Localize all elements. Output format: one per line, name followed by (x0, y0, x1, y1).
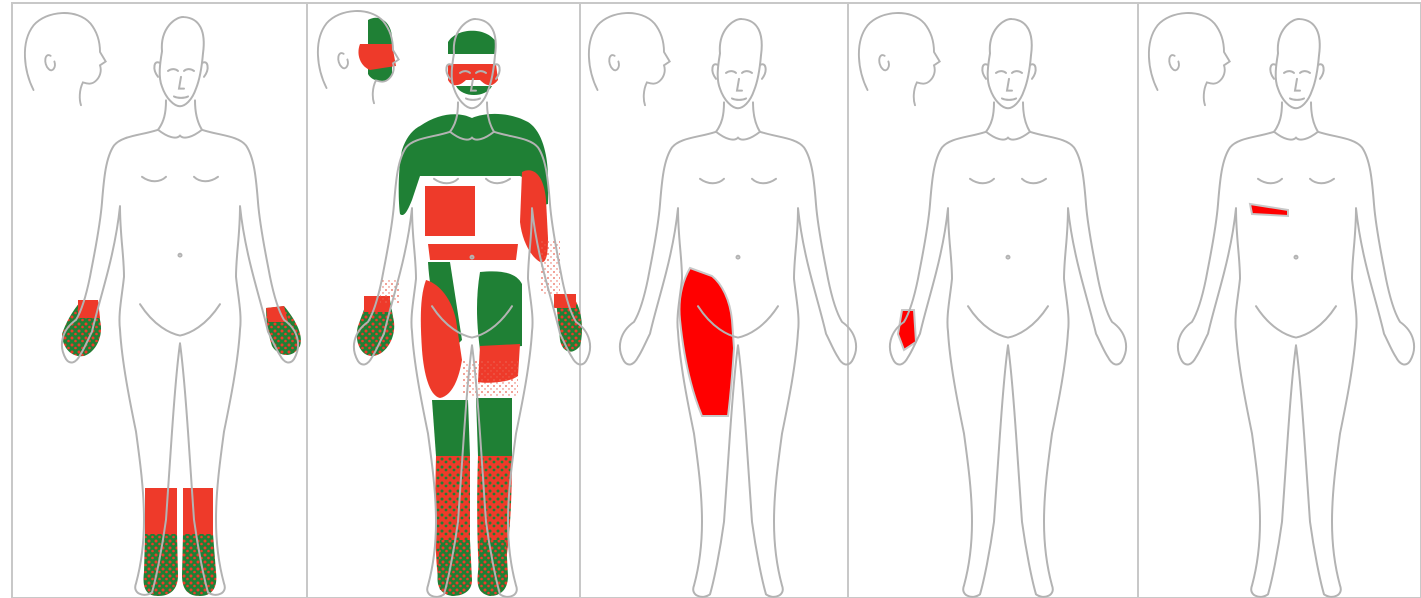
panel-1-left-shin-mark (145, 488, 177, 536)
panel-4-body-outline (859, 13, 1126, 597)
panel-2-left-thigh-red (421, 280, 462, 398)
panel-1-right-foot-mark (182, 534, 216, 596)
panel-2-right-hip-green (477, 271, 522, 350)
panel-5-body-outline (1149, 13, 1414, 597)
panel-1-markings (62, 300, 301, 596)
panel-2-chest-red (425, 186, 475, 236)
panel-1-right-shin-mark (183, 488, 213, 536)
panel-5-abdomen-band-mark (1250, 204, 1288, 216)
panel-1-left-foot-mark (144, 534, 178, 596)
panel-5-markings (1250, 204, 1288, 216)
panel-4-border (848, 3, 1138, 598)
panel-3-markings (679, 268, 734, 416)
panel-2-sidehead-red (358, 44, 396, 70)
panel-3-right-thigh-mark (679, 268, 734, 416)
